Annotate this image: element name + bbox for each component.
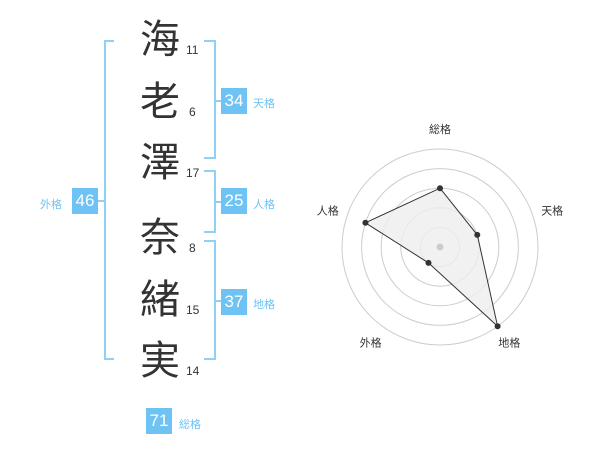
gaikaku-bracket — [104, 40, 114, 360]
radar-ring-5 — [341, 148, 539, 346]
tenkaku-bracket — [204, 40, 216, 159]
radar-center — [436, 243, 444, 251]
jinkaku-label: 人格 — [253, 198, 275, 211]
chikaku-connector — [216, 300, 222, 302]
gaikaku-connector — [98, 200, 105, 202]
stroke-count-3: 17 — [186, 166, 200, 180]
chikaku-value: 37 — [221, 289, 247, 315]
radar-axis-label-5: 人格 — [317, 204, 339, 218]
name-char-4: 奈 — [140, 215, 180, 261]
soukaku-label: 総格 — [179, 418, 201, 431]
jinkaku-bracket — [204, 170, 216, 233]
gaikaku-value: 46 — [72, 188, 98, 214]
jinkaku-value: 25 — [221, 188, 247, 214]
name-char-3: 澤 — [140, 140, 180, 186]
name-char-6: 実 — [140, 338, 180, 384]
radar-area — [364, 187, 499, 328]
name-char-5: 緒 — [140, 277, 180, 323]
soukaku-value: 71 — [146, 408, 172, 434]
radar-axis-label-1: 総格 — [429, 122, 451, 136]
gaikaku-label: 外格 — [40, 198, 62, 211]
radar-point-2 — [474, 231, 481, 238]
stroke-count-5: 15 — [186, 303, 200, 317]
radar-point-1 — [437, 185, 443, 192]
radar-point-3 — [494, 323, 501, 330]
chikaku-bracket — [204, 240, 216, 360]
chikaku-label: 地格 — [253, 298, 275, 311]
tenkaku-label: 天格 — [253, 97, 275, 110]
stroke-count-2: 6 — [189, 105, 196, 119]
stroke-count-4: 8 — [189, 241, 196, 255]
radar-point-4 — [425, 259, 432, 266]
radar-axis-label-4: 外格 — [360, 336, 382, 350]
name-char-2: 老 — [140, 79, 180, 125]
stroke-count-6: 14 — [186, 364, 200, 378]
radar-axis-label-2: 天格 — [541, 204, 563, 218]
tenkaku-connector — [216, 100, 222, 102]
radar-ring-4 — [361, 168, 519, 326]
name-char-1: 海 — [140, 17, 180, 63]
tenkaku-value: 34 — [221, 88, 247, 114]
radar-axis-label-3: 地格 — [498, 336, 520, 350]
stroke-count-1: 11 — [186, 43, 199, 57]
radar-point-5 — [362, 219, 369, 226]
jinkaku-connector — [216, 201, 222, 203]
